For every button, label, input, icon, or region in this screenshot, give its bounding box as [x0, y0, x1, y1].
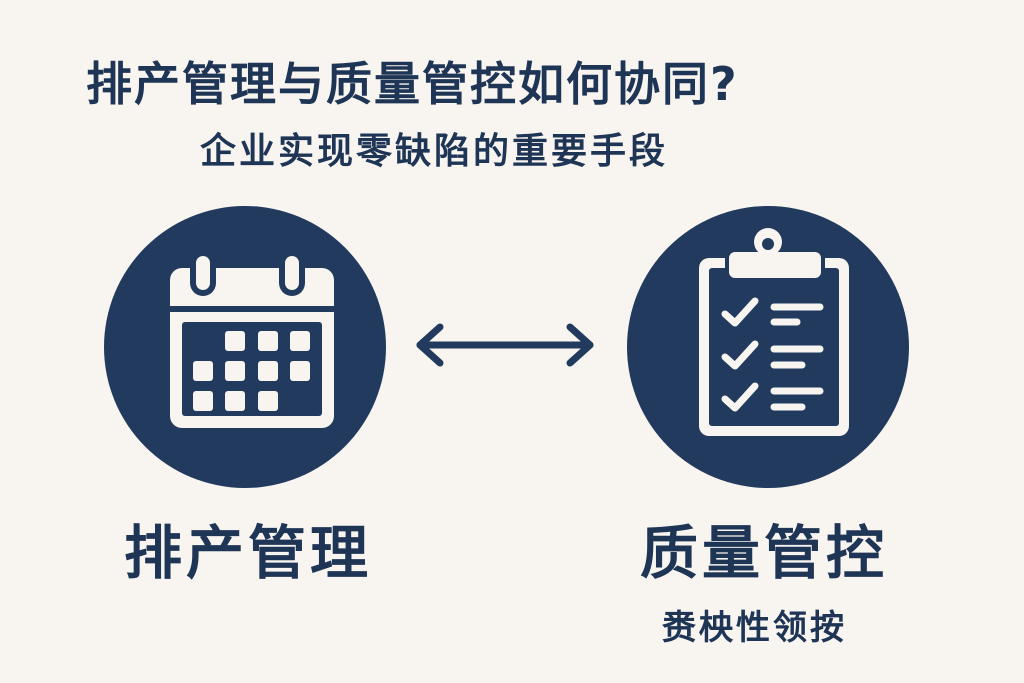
calendar-icon	[170, 252, 334, 428]
scheduling-label: 排产管理	[124, 519, 373, 587]
quality-label: 质量管控	[640, 519, 889, 587]
clipboard-checklist-icon	[699, 228, 849, 436]
page-subtitle: 企业实现零缺陷的重要手段	[200, 131, 669, 172]
quality-circle	[627, 206, 909, 488]
scheduling-circle	[104, 206, 386, 488]
quality-sublabel: 赉柍性领按	[662, 608, 847, 648]
double-arrow-icon	[416, 323, 594, 367]
page-title: 排产管理与质量管控如何协同?	[86, 57, 739, 111]
